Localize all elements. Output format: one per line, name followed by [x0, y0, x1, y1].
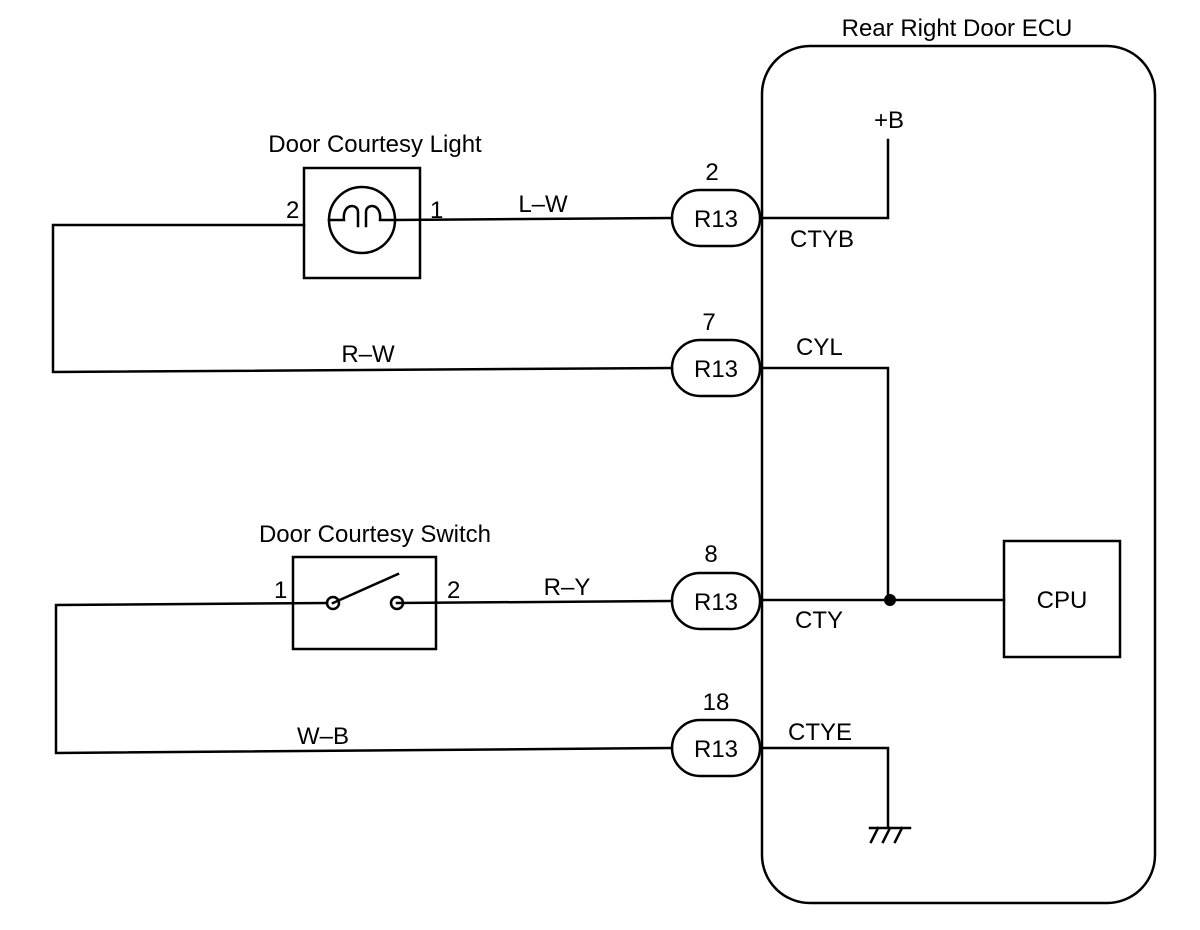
terminal-label: CTYB [790, 226, 854, 253]
light-pin-left: 2 [286, 197, 299, 224]
light-pin-right: 1 [430, 197, 443, 224]
connector-label: R13 [694, 736, 738, 763]
ecu-enclosure [760, 44, 1157, 905]
switch-pin-right: 2 [447, 577, 460, 604]
connector-r13-pin7 [670, 338, 762, 398]
switch-title: Door Courtesy Switch [259, 521, 491, 548]
pin-number: 18 [703, 689, 730, 716]
wire-switch-to-pin8 [395, 599, 674, 605]
connector-label: R13 [694, 356, 738, 383]
ecu-title: Rear Right Door ECU [842, 15, 1073, 42]
switch-lever [331, 572, 400, 605]
terminal-label: CYL [796, 334, 843, 361]
connector-label: R13 [694, 589, 738, 616]
wire-light-to-pin7 [51, 223, 674, 374]
light-housing [302, 166, 422, 280]
connector-r13-pin2 [670, 188, 762, 248]
terminal-label: CTYE [788, 719, 852, 746]
power-label: +B [874, 107, 904, 134]
wire-ctye-to-ground [760, 746, 890, 828]
connector-r13-pin8 [670, 571, 762, 631]
connector-r13-pin18 [670, 718, 762, 778]
wire-switch-to-pin18 [54, 601, 674, 755]
light-title: Door Courtesy Light [268, 131, 482, 158]
wire-color-label: L–W [518, 191, 568, 218]
wire-color-label: W–B [297, 723, 349, 750]
ground-icon [868, 826, 912, 844]
power-wire [760, 138, 890, 220]
bulb-filament [327, 204, 397, 228]
cpu-label: CPU [1037, 587, 1088, 614]
pin-number: 8 [704, 541, 717, 568]
terminal-label: CTY [795, 607, 843, 634]
junction-dot [884, 594, 896, 606]
connector-label: R13 [694, 206, 738, 233]
wire-cyl-to-cpu [760, 366, 890, 602]
pin-number: 7 [702, 309, 715, 336]
pin-number: 2 [705, 159, 718, 186]
wire-color-label: R–Y [544, 574, 591, 601]
switch-pin-left: 1 [274, 577, 287, 604]
wire-color-label: R–W [341, 341, 395, 368]
wire-light-to-pin2 [393, 216, 674, 222]
